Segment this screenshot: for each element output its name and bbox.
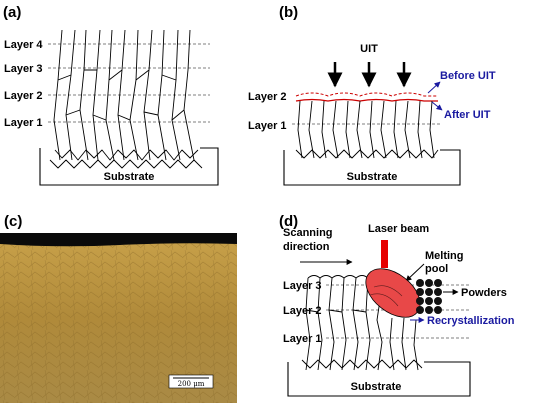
panel-d-scanning-line1: Scanning: [283, 227, 333, 239]
panel-d-laser-beam: [381, 240, 388, 268]
panel-b-after-uit-label: After UIT: [444, 109, 491, 121]
panel-d: (d) Scanning direction Laser beam Meltin…: [279, 213, 515, 397]
panel-a-columnar-grains: [49, 29, 203, 169]
panel-b-before-uit-label: Before UIT: [440, 70, 496, 82]
panel-a-layer-1: Layer 1: [4, 117, 43, 129]
panel-d-layer-3: Layer 3: [283, 280, 322, 292]
panel-b-substrate: [283, 149, 461, 186]
panel-a-substrate: [39, 147, 219, 186]
panel-c-scale-label: 200 μm: [178, 380, 205, 388]
panel-a: (a) Layer 4 Layer 3 Layer 2 Layer 1: [3, 4, 219, 186]
panel-d-layer-2: Layer 2: [283, 305, 322, 317]
panel-d-columnar-grains: [301, 275, 423, 371]
panel-d-substrate: [287, 361, 471, 397]
panel-b-uit-arrows: [327, 62, 412, 88]
panel-b-after-uit-surface: [295, 98, 438, 102]
panel-a-label: (a): [3, 4, 21, 21]
panel-a-substrate-label: Substrate: [104, 171, 155, 183]
panel-b-before-arrow: [427, 81, 441, 94]
panel-d-laser-label: Laser beam: [368, 223, 429, 235]
panel-c-top-surface: [0, 233, 237, 247]
panel-a-layer-2: Layer 2: [4, 90, 43, 102]
panel-d-melting-line2: pool: [425, 263, 448, 275]
panel-a-layer-4: Layer 4: [4, 39, 43, 51]
panel-b-before-uit-surface: [295, 92, 438, 97]
panel-d-recrystallization-label: Recrystallization: [427, 315, 515, 327]
panel-a-layer-lines: [48, 43, 210, 123]
panel-a-layer-3: Layer 3: [4, 63, 43, 75]
panel-d-scanning-line2: direction: [283, 241, 330, 253]
panel-b-after-arrow: [431, 101, 443, 111]
panel-b-columnar-grains: [295, 100, 439, 159]
panel-d-powders-label: Powders: [461, 287, 507, 299]
panel-c-label: (c): [4, 213, 22, 230]
panel-d-melting-line1: Melting: [425, 250, 464, 262]
panel-d-melting-arrow: [405, 263, 425, 282]
panel-c-scale-bar: 200 μm: [168, 374, 214, 389]
panel-b: (b) UIT Layer 2 Layer 1 Sub: [248, 4, 496, 186]
panel-c: (c) 200 μm: [0, 213, 237, 403]
panel-d-layer-1: Layer 1: [283, 333, 322, 345]
panel-b-label: (b): [279, 4, 298, 21]
panel-b-substrate-label: Substrate: [347, 171, 398, 183]
panel-b-layer-1: Layer 1: [248, 120, 287, 132]
panel-d-label: (d): [279, 213, 298, 230]
panel-d-powders: [416, 279, 442, 314]
panel-b-layer-2: Layer 2: [248, 91, 287, 103]
panel-d-substrate-label: Substrate: [351, 381, 402, 393]
panel-b-uit-label: UIT: [360, 43, 378, 55]
